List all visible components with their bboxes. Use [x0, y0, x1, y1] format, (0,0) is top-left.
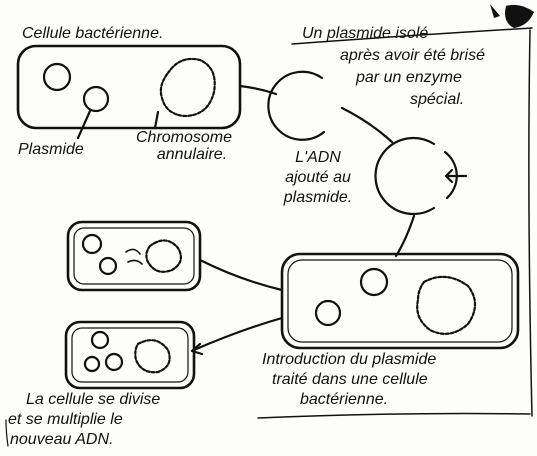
label-dna-3: plasmide. — [262, 188, 374, 207]
label-divide-1: La cellule se divise — [26, 390, 160, 409]
label-dna-1: L'ADN — [262, 148, 374, 167]
label-chromosome-2: annulaire. — [130, 145, 254, 164]
corner-scribble — [490, 4, 534, 28]
label-isolated-3: par un enzyme — [356, 68, 462, 87]
arrow-recombinant-to-cell — [396, 216, 414, 256]
label-dna-2: ajouté au — [262, 168, 374, 187]
broken-plasmid — [268, 72, 324, 140]
label-divide-3: nouveau ADN. — [10, 430, 113, 449]
label-intro-3: bactérienne. — [300, 390, 388, 409]
label-bacterial-cell: Cellule bactérienne. — [22, 24, 163, 43]
label-intro-1: Introduction du plasmide — [262, 350, 436, 369]
cell1-plasmid-small — [84, 87, 108, 111]
transformed-plasmid-a — [361, 269, 387, 295]
frame-right-line — [529, 30, 532, 416]
cell1-chromosome — [161, 59, 215, 116]
transformed-cell — [282, 254, 518, 348]
transformed-chromosome — [417, 277, 475, 334]
label-divide-2: et se multiplie le — [8, 410, 123, 429]
arrow-to-daughter-lower — [194, 318, 282, 350]
frame-bottom-line — [258, 414, 530, 419]
label-isolated-2: après avoir été brisé — [340, 46, 485, 65]
daughter-cell-lower — [66, 322, 194, 388]
label-intro-2: traité dans une cellule — [272, 370, 428, 389]
cell1-plasmid-large — [44, 64, 70, 90]
label-isolated-4: spécial. — [410, 90, 464, 109]
label-isolated-1: Un plasmide isolé — [302, 24, 428, 43]
arrow-plasmid-to-recombinant — [342, 108, 392, 142]
recombinant-plasmid — [376, 138, 434, 214]
bacterial-cell — [18, 46, 240, 128]
arrow-to-daughter-upper — [200, 260, 282, 290]
plasmid-pointer — [78, 111, 90, 138]
transformed-plasmid-b — [316, 301, 340, 325]
chromosome-pointer — [155, 112, 158, 128]
label-plasmid: Plasmide — [18, 140, 84, 159]
